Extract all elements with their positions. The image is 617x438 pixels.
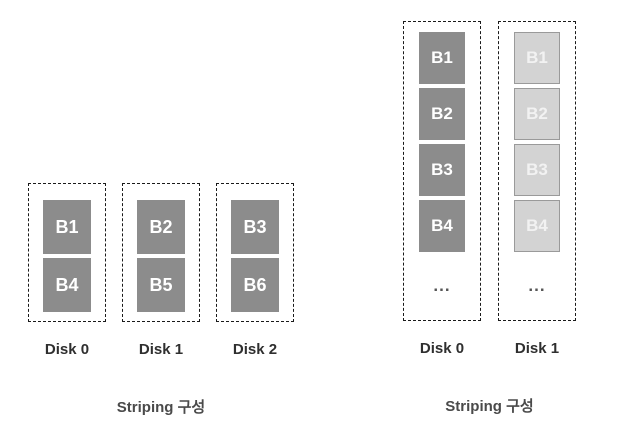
disk-outline: B3 B6 — [216, 183, 294, 322]
disk-label: Disk 0 — [44, 341, 90, 358]
mirrored-data-block: B4 — [514, 200, 560, 252]
mirrored-data-block: B3 — [514, 144, 560, 196]
striping-three-disk-diagram: B1 B4 Disk 0 B2 B5 Disk 1 B3 B6 Disk 2 — [28, 183, 294, 417]
disk-row: B1 B2 B3 B4 ... Disk 0 B1 B2 B3 B4 ... D… — [403, 21, 576, 357]
data-block: B4 — [43, 258, 91, 312]
data-block: B1 — [43, 200, 91, 254]
data-block: B2 — [137, 200, 185, 254]
disk-column-1: B2 B5 Disk 1 — [122, 183, 200, 358]
disk-label: Disk 1 — [138, 341, 184, 358]
data-block: B5 — [137, 258, 185, 312]
disk-column-2: B3 B6 Disk 2 — [216, 183, 294, 358]
data-block: B1 — [419, 32, 465, 84]
disk-column-1: B1 B2 B3 B4 ... Disk 1 — [498, 21, 576, 357]
disk-row: B1 B4 Disk 0 B2 B5 Disk 1 B3 B6 Disk 2 — [28, 183, 294, 358]
disk-outline: B2 B5 — [122, 183, 200, 322]
disk-column-0: B1 B4 Disk 0 — [28, 183, 106, 358]
disk-outline: B1 B4 — [28, 183, 106, 322]
data-block: B6 — [231, 258, 279, 312]
data-block: B3 — [419, 144, 465, 196]
diagram-caption: Striping 구성 — [116, 399, 206, 416]
disk-label: Disk 2 — [232, 341, 278, 358]
disk-label: Disk 1 — [514, 340, 560, 357]
disk-label: Disk 0 — [419, 340, 465, 357]
disk-column-0: B1 B2 B3 B4 ... Disk 0 — [403, 21, 481, 357]
diagram-caption: Striping 구성 — [445, 398, 534, 415]
more-blocks-ellipsis: ... — [528, 276, 546, 295]
more-blocks-ellipsis: ... — [433, 276, 451, 295]
data-block: B4 — [419, 200, 465, 252]
disk-outline: B1 B2 B3 B4 ... — [498, 21, 576, 321]
mirrored-data-block: B1 — [514, 32, 560, 84]
disk-outline: B1 B2 B3 B4 ... — [403, 21, 481, 321]
data-block: B2 — [419, 88, 465, 140]
striping-two-disk-diagram: B1 B2 B3 B4 ... Disk 0 B1 B2 B3 B4 ... D… — [403, 21, 576, 416]
data-block: B3 — [231, 200, 279, 254]
mirrored-data-block: B2 — [514, 88, 560, 140]
